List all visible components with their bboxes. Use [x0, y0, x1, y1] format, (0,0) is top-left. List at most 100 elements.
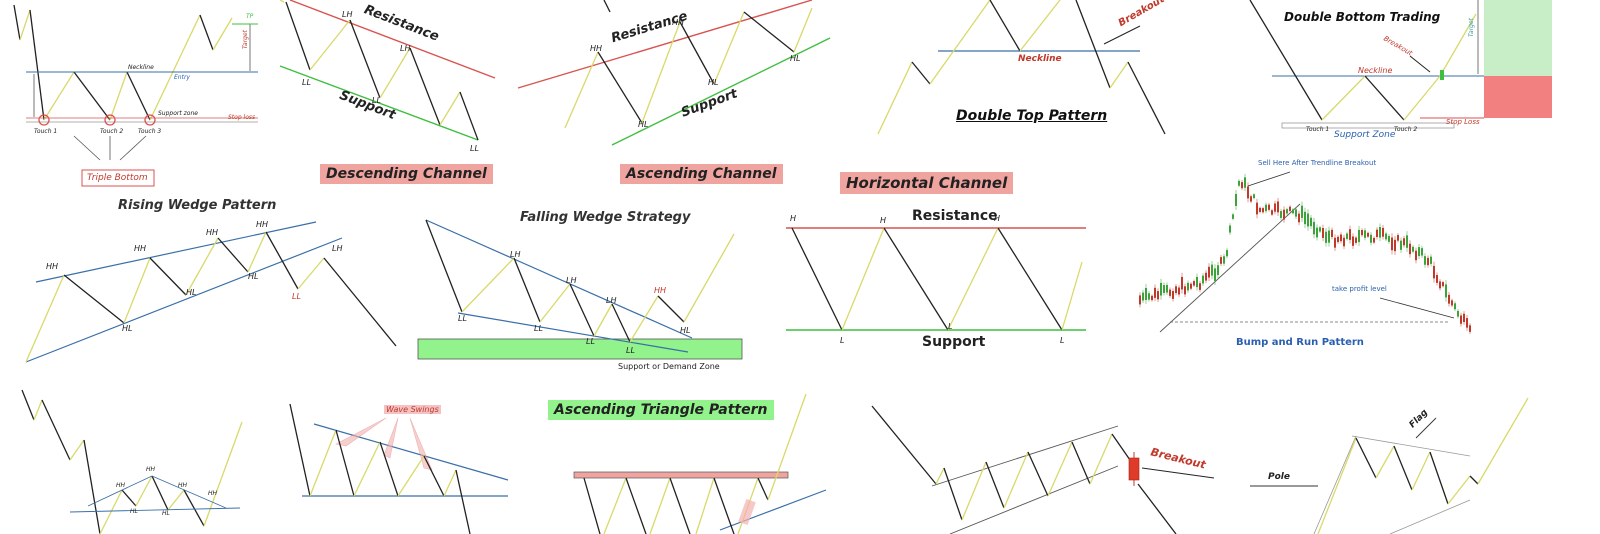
bump-candle — [1250, 196, 1252, 202]
bump-candle — [1415, 250, 1417, 261]
inverse-hs-hh-label: HH — [178, 482, 188, 489]
inverse-hs-neckline — [69, 507, 241, 513]
ascending-channel-down-leg — [603, 0, 611, 13]
horizontal-channel-resistance-label: Resistance — [912, 208, 998, 224]
falling-wedge-up-leg — [629, 295, 659, 343]
ascending-triangle-down-leg — [669, 477, 691, 534]
bump-and-run-tp-note: take profit level — [1332, 285, 1387, 293]
triple-bottom-up-leg — [19, 9, 31, 41]
inverse-hs-down-leg — [183, 489, 205, 527]
rising-wedge-title: Rising Wedge Pattern — [118, 198, 277, 213]
bump-candle — [1355, 237, 1357, 243]
horizontal-channel-h-label: H — [790, 214, 797, 223]
flag-down-leg — [1429, 451, 1449, 505]
inverse-hs-down-leg — [83, 439, 101, 534]
bump-candle — [1349, 229, 1351, 240]
rising-wedge-up-leg — [185, 237, 219, 296]
bump-candle — [1382, 227, 1384, 237]
descending-channel-up-leg — [309, 19, 351, 71]
rising-wedge-down-leg — [323, 257, 397, 347]
bump-candle — [1409, 243, 1411, 255]
falling-wedge-ll-label: LL — [458, 314, 467, 323]
flag-diagram — [1250, 397, 1529, 534]
descending-channel-down-leg — [285, 1, 311, 71]
triple-bottom-down-leg — [29, 9, 45, 121]
flag-up-leg — [1411, 451, 1431, 491]
triple-bottom-down-leg — [126, 71, 151, 121]
bump-and-run-trendline — [1159, 203, 1301, 333]
bump-candle — [1142, 292, 1144, 301]
double-top-title: Double Top Pattern — [956, 108, 1108, 124]
bump-candle — [1199, 283, 1201, 290]
channel-breakout-up-leg — [961, 461, 987, 521]
bump-candle — [1190, 283, 1192, 289]
bump-candle — [1364, 230, 1366, 238]
triple-bottom-target-label: Target — [242, 29, 250, 50]
descending-channel-resistance-line — [289, 0, 496, 79]
ascending-triangle-down-leg — [583, 477, 601, 534]
rising-wedge-lower-line — [25, 237, 343, 363]
flag-up-leg — [1447, 475, 1471, 505]
descending-channel-support-line — [279, 65, 479, 141]
ascending-channel-down-leg — [679, 21, 715, 85]
triple-bottom-stop-loss-label: Stop loss — [228, 114, 256, 121]
bump-candle — [1466, 318, 1468, 328]
bump-candle — [1424, 256, 1426, 265]
triple-bottom-touch-marker — [104, 114, 116, 126]
bump-candle — [1406, 235, 1408, 248]
double-bottom-down-leg — [1249, 0, 1323, 121]
triple-bottom-up-leg — [43, 71, 75, 121]
ascending-channel-hl-label: HL — [790, 54, 801, 63]
ascending-triangle-resistance-zone — [573, 471, 789, 479]
bump-candle — [1412, 246, 1414, 252]
double-top-up-leg — [877, 61, 913, 135]
wave-swings-diagram — [289, 403, 509, 534]
bump-candle — [1361, 229, 1363, 236]
bump-candle — [1238, 180, 1240, 186]
wave-swings-highlight — [383, 417, 399, 459]
bump-candle — [1427, 257, 1429, 266]
bump-candle — [1256, 202, 1258, 215]
triple-bottom-title: Triple Bottom — [87, 173, 148, 183]
bump-candle — [1358, 229, 1360, 243]
bump-candle — [1202, 275, 1204, 284]
channel-breakout-up-leg — [1089, 433, 1113, 485]
bump-candle — [1211, 264, 1213, 276]
bump-and-run-sell-arrow — [1247, 171, 1291, 187]
falling-wedge-lower-line — [457, 312, 689, 353]
rising-wedge-hh-label: HH — [206, 228, 219, 237]
channel-breakout-down-leg — [871, 405, 937, 485]
bump-and-run-title: Bump and Run Pattern — [1236, 337, 1364, 348]
ascending-channel-up-leg — [641, 21, 681, 124]
flag-up-leg — [1375, 445, 1395, 479]
descending-channel-up-leg — [379, 47, 411, 99]
ascending-channel-hl-label: HL — [708, 78, 719, 87]
rising-wedge-hl-label: HL — [248, 272, 259, 281]
wave-swings-up-leg — [353, 441, 381, 497]
ascending-triangle-title: Ascending Triangle Pattern — [548, 400, 774, 420]
bump-candle — [1331, 229, 1333, 238]
falling-wedge-down-leg — [611, 303, 631, 343]
horizontal-channel-up-leg — [841, 227, 885, 331]
bump-candle — [1247, 186, 1249, 199]
falling-wedge-diagram — [417, 219, 743, 360]
triple-bottom-touch-label: Touch 1 — [34, 128, 58, 135]
bump-candle — [1400, 240, 1402, 250]
falling-wedge-up-leg — [593, 303, 613, 337]
double-top-down-leg — [1127, 61, 1166, 135]
double-bottom-title: Double Bottom Trading — [1284, 10, 1441, 24]
bump-candle — [1295, 209, 1297, 217]
horizontal-channel-down-leg — [791, 227, 843, 331]
double-bottom-touch-label: Touch 2 — [1394, 126, 1418, 133]
ascending-triangle-diagram — [573, 393, 827, 534]
bump-candle — [1172, 291, 1174, 299]
inverse-hs-up-leg — [135, 475, 153, 507]
bump-candle — [1223, 256, 1225, 264]
inverse-hs-down-leg — [21, 389, 35, 421]
bump-candle — [1397, 235, 1399, 241]
bump-candle — [1322, 228, 1324, 238]
triple-bottom-diagram — [13, 4, 258, 187]
bump-candle — [1220, 257, 1222, 264]
triple-bottom-support-zone-label: Support zone — [158, 110, 198, 117]
ascending-channel-down-leg — [743, 11, 795, 53]
